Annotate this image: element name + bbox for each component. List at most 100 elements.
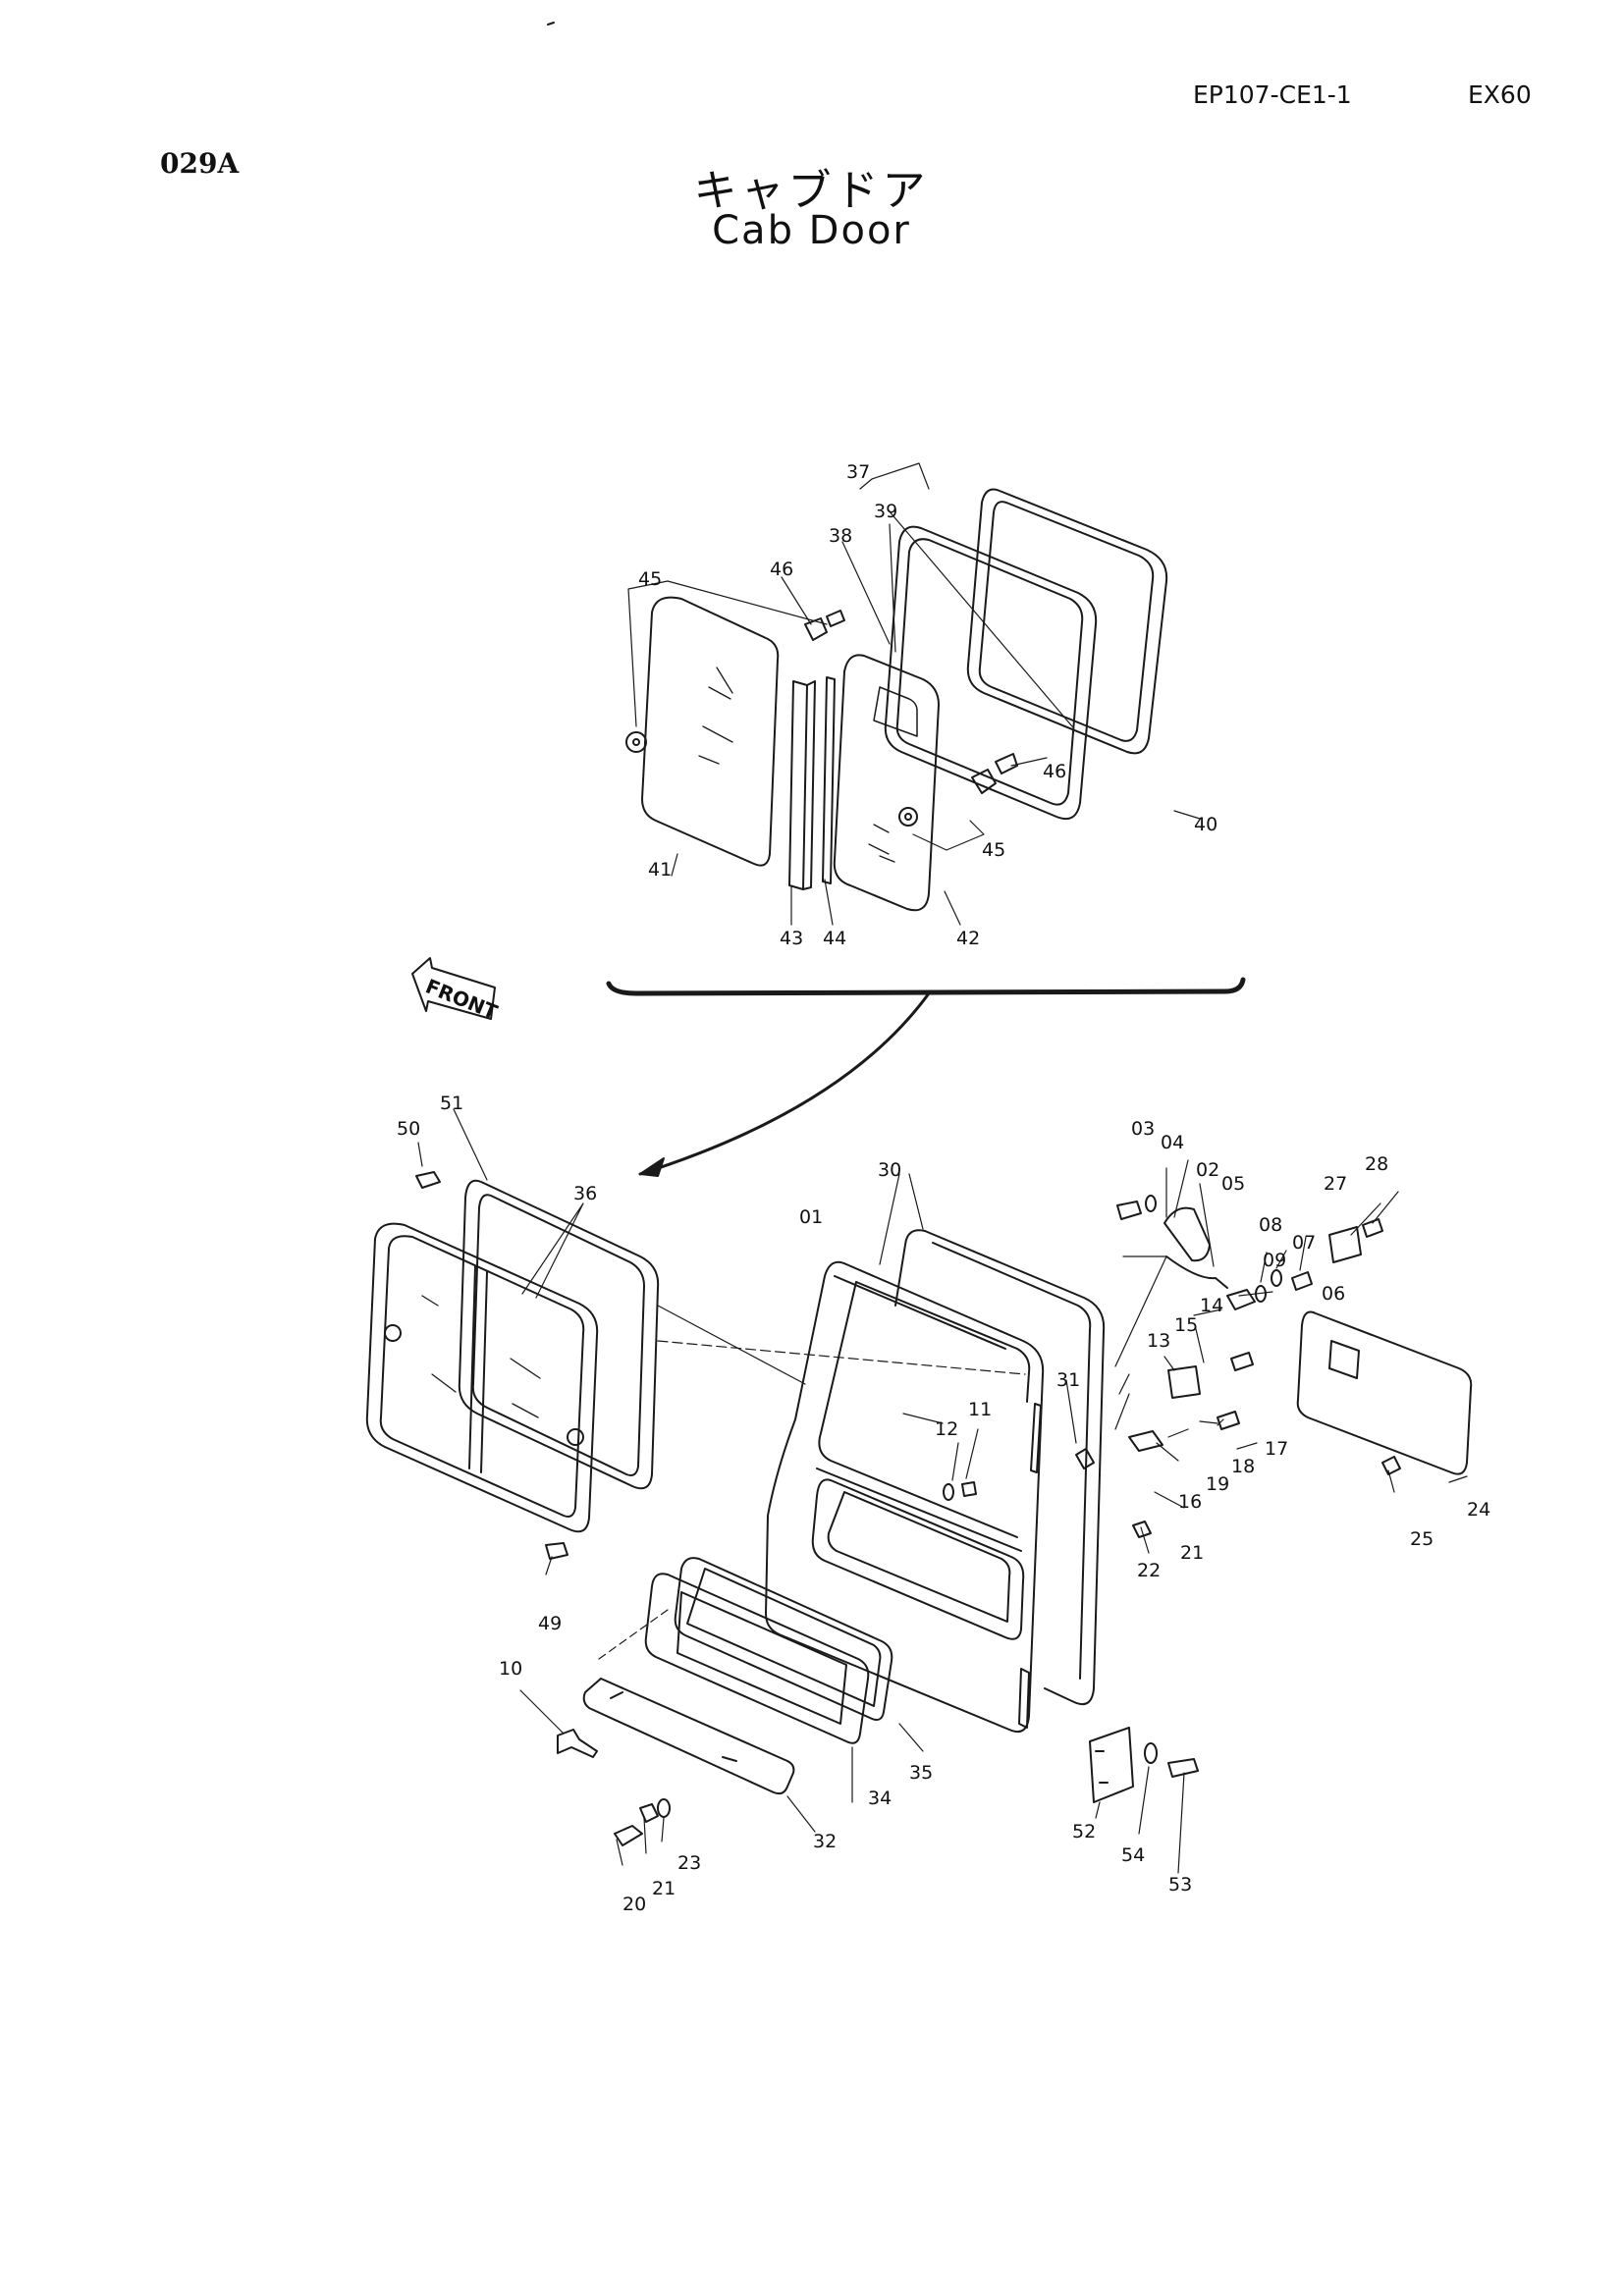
part-label-10: 10 <box>499 1658 522 1680</box>
inner-panel-24 <box>1296 1310 1473 1475</box>
channel-43 <box>788 680 816 890</box>
bolt-15 <box>1230 1352 1254 1371</box>
document-code: EP107-CE1-1 <box>1193 80 1352 109</box>
part-label-51: 51 <box>440 1093 463 1114</box>
assembly-arrow <box>638 991 931 1176</box>
part-label-46-lower: 46 <box>1043 761 1066 782</box>
lock-20 <box>614 1825 643 1846</box>
clip-25 <box>1381 1456 1401 1475</box>
nut-21 <box>639 1803 659 1823</box>
assembly-brace <box>606 977 1246 996</box>
part-label-01: 01 <box>799 1206 823 1228</box>
part-label-06: 06 <box>1322 1283 1345 1305</box>
sliding-glass-42 <box>833 654 940 912</box>
washer-04 <box>1145 1195 1157 1212</box>
stop-50 <box>415 1171 441 1189</box>
front-label: FRONT <box>422 974 501 1024</box>
part-label-38: 38 <box>829 525 852 547</box>
arrow-head <box>639 1157 665 1177</box>
plate-13 <box>1167 1365 1201 1399</box>
seal-frame-40 <box>966 488 1168 755</box>
channel-44 <box>822 676 836 884</box>
part-label-04: 04 <box>1161 1132 1184 1153</box>
bolt-28 <box>1362 1218 1383 1238</box>
nut-22 <box>1132 1521 1152 1538</box>
part-label-16: 16 <box>1178 1491 1202 1513</box>
lever-16 <box>1128 1430 1163 1452</box>
model-code: EX60 <box>1468 80 1532 109</box>
part-label-08: 08 <box>1259 1214 1282 1236</box>
panel-35 <box>674 1557 893 1721</box>
spacer-11 <box>961 1481 977 1497</box>
part-label-21-right: 21 <box>1180 1542 1204 1564</box>
lower-leader-lines <box>417 1108 1468 1874</box>
bolt-53 <box>1167 1758 1199 1778</box>
plate-32 <box>582 1678 795 1795</box>
part-label-05: 05 <box>1221 1173 1245 1195</box>
part-label-42: 42 <box>956 928 980 949</box>
latch-45-upper <box>804 610 845 641</box>
latch-31 <box>1075 1448 1095 1469</box>
page-title-english: Cab Door <box>712 208 911 253</box>
washer-08 <box>1271 1269 1282 1287</box>
washer-23 <box>657 1798 671 1818</box>
part-label-34: 34 <box>868 1788 892 1809</box>
part-label-45-lower: 45 <box>982 839 1005 861</box>
hinge-52 <box>1089 1727 1134 1803</box>
part-label-23: 23 <box>677 1852 701 1874</box>
part-label-35: 35 <box>909 1762 933 1784</box>
part-label-52: 52 <box>1072 1821 1096 1842</box>
part-label-43: 43 <box>780 928 803 949</box>
part-label-09: 09 <box>1263 1250 1286 1271</box>
part-label-32: 32 <box>813 1831 837 1852</box>
bolt-03 <box>1116 1201 1142 1220</box>
part-label-22: 22 <box>1137 1560 1161 1581</box>
bolt-07 <box>1291 1271 1313 1291</box>
fixed-glass-41 <box>625 596 780 867</box>
part-label-28: 28 <box>1365 1153 1388 1175</box>
part-label-40: 40 <box>1194 814 1217 835</box>
part-label-13: 13 <box>1147 1330 1170 1352</box>
latch-45-lower <box>971 753 1018 794</box>
part-label-17: 17 <box>1265 1438 1288 1460</box>
door-seal-30 <box>894 1229 1106 1706</box>
part-label-25: 25 <box>1410 1528 1434 1550</box>
part-label-07: 07 <box>1292 1232 1316 1254</box>
washer-54 <box>1144 1742 1158 1764</box>
door-frame-01 <box>765 1260 1045 1734</box>
part-label-41: 41 <box>648 859 672 881</box>
part-label-03: 03 <box>1131 1118 1155 1140</box>
front-direction-arrow: FRONT <box>411 957 501 1024</box>
part-label-53: 53 <box>1168 1874 1192 1896</box>
part-label-44: 44 <box>823 928 846 949</box>
part-label-45-upper: 45 <box>638 568 662 590</box>
part-label-37: 37 <box>846 461 870 483</box>
stop-49 <box>545 1542 568 1560</box>
washer-12 <box>943 1483 954 1501</box>
window-assembly-36 <box>365 1222 599 1533</box>
part-label-19: 19 <box>1206 1473 1229 1495</box>
part-label-11: 11 <box>968 1399 992 1420</box>
part-label-15: 15 <box>1174 1314 1198 1336</box>
page-code: 029A <box>160 147 240 180</box>
scan-mark <box>547 22 555 26</box>
page-title-japanese: キャブドア <box>693 166 930 216</box>
part-label-02: 02 <box>1196 1159 1219 1181</box>
handle-10 <box>557 1729 598 1758</box>
plate-27 <box>1328 1226 1362 1263</box>
panel-34 <box>644 1573 870 1744</box>
part-label-14: 14 <box>1200 1295 1223 1316</box>
upper-leader-lines <box>627 462 1201 926</box>
part-label-31: 31 <box>1056 1369 1080 1391</box>
lock-02 <box>1163 1206 1211 1262</box>
seal-51 <box>458 1179 660 1490</box>
window-frame-39 <box>884 525 1098 821</box>
part-label-36: 36 <box>573 1183 597 1204</box>
part-label-54: 54 <box>1121 1844 1145 1866</box>
rod-05 <box>1165 1255 1228 1289</box>
bolt-17 <box>1217 1411 1240 1430</box>
bracket-06 <box>1226 1289 1256 1310</box>
part-label-30: 30 <box>878 1159 901 1181</box>
part-label-12: 12 <box>935 1418 958 1440</box>
